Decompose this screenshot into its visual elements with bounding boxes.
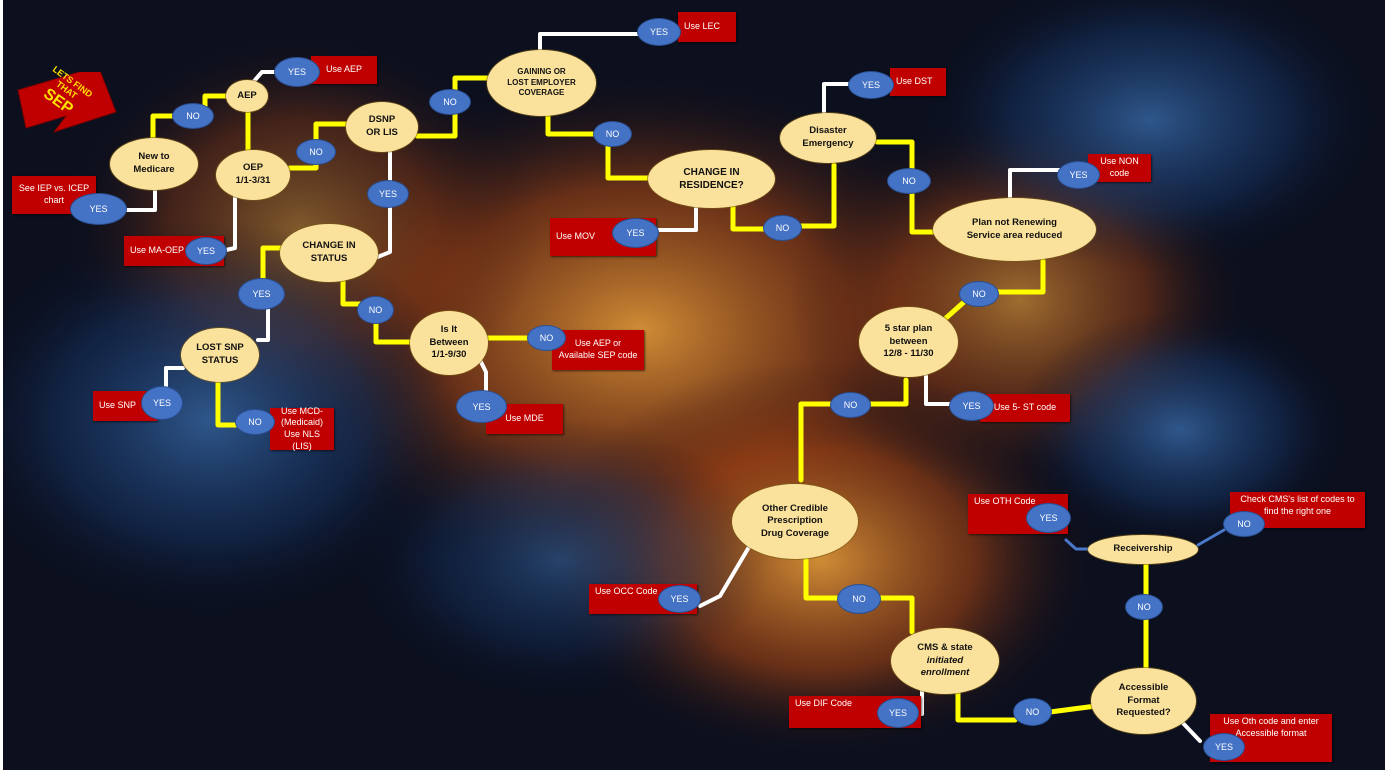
no-pill: NO (1014, 699, 1051, 725)
node-change-in-residence: CHANGE IN RESIDENCE? (648, 150, 775, 208)
label-use-lec: Use LEC (678, 12, 736, 42)
yes-pill: YES (186, 238, 226, 264)
lets-find-sep-arrow (17, 72, 117, 133)
connector-yes (698, 545, 751, 608)
node-gaining-lost-employer-coverage: GAINING OR LOST EMPLOYER COVERAGE (487, 50, 596, 116)
connector-no (867, 377, 909, 407)
yes-pill: YES (457, 391, 506, 422)
node-oep: OEP 1/1-3/31 (216, 150, 290, 200)
connector-yes (538, 32, 640, 52)
connector-no (877, 595, 915, 635)
connector-no (340, 269, 363, 307)
yes-pill: YES (1027, 504, 1070, 532)
no-pill: NO (1224, 512, 1264, 536)
connector-no (992, 258, 1046, 295)
connector-yes (1178, 718, 1202, 743)
connector-yes (373, 206, 392, 260)
connector-no (803, 553, 843, 601)
yes-pill: YES (275, 58, 319, 86)
node-5-star-plan: 5 star plan between 12/8 - 11/30 (859, 307, 958, 377)
no-pill: NO (358, 297, 393, 323)
connector-yes (822, 82, 851, 116)
connector-no (874, 139, 915, 184)
connector-no (215, 377, 239, 428)
no-pill: NO (764, 216, 801, 240)
label-use-5-st-code: Use 5- ST code (980, 394, 1070, 422)
label-see-iep-vs-icep: See IEP vs. ICEP chart (12, 176, 96, 214)
node-accessible-format: Accessible Format Requested? (1091, 668, 1196, 734)
node-disaster-emergency: Disaster Emergency (780, 113, 876, 163)
label-use-mcd-nls: Use MCD- (Medicaid) Use NLS (LIS) (270, 406, 334, 451)
connector-yes (164, 366, 185, 398)
no-pill: NO (528, 326, 565, 350)
connector-no (1047, 703, 1099, 715)
connector-yes (656, 204, 698, 232)
cms-node-line: enrollment (920, 667, 970, 679)
connector-yes (256, 304, 270, 342)
cms-node-line: CMS & state (917, 642, 973, 654)
yes-pill: YES (1058, 162, 1099, 188)
yes-pill: YES (1204, 734, 1244, 760)
yes-pill: YES (368, 181, 408, 207)
connector-no (260, 245, 286, 285)
connector-yes (1008, 168, 1062, 200)
label-use-dst: Use DST (890, 68, 946, 96)
connector-no (545, 113, 608, 137)
node-other-credible-coverage: Other Credible Prescription Drug Coverag… (732, 484, 858, 559)
connector-yes-blue (1064, 538, 1092, 551)
connector-no (373, 315, 415, 345)
connector-yes (224, 194, 237, 252)
node-aep: AEP (226, 80, 268, 112)
no-pill: NO (888, 169, 930, 193)
node-new-to-medicare: New to Medicare (110, 138, 198, 190)
yes-pill: YES (659, 586, 700, 612)
connector-no-blue (1196, 528, 1226, 547)
no-pill: NO (838, 585, 880, 613)
yes-pill: YES (878, 699, 918, 727)
no-pill: NO (831, 393, 870, 417)
connector-yes (124, 188, 157, 212)
connector-yes (478, 358, 488, 396)
node-change-in-status: CHANGE IN STATUS (280, 224, 378, 282)
yes-pill: YES (950, 392, 993, 420)
yes-pill: YES (638, 19, 680, 45)
connector-no (797, 162, 837, 229)
no-pill: NO (594, 122, 631, 146)
yes-pill: YES (239, 279, 284, 309)
connector-no (943, 299, 967, 321)
node-plan-not-renewing: Plan not Renewing Service area reduced (933, 198, 1096, 261)
connector-no (909, 189, 938, 235)
yes-pill: YES (613, 219, 658, 247)
node-dsnp-or-lis: DSNP OR LIS (346, 102, 418, 152)
connector-no (730, 203, 768, 232)
label-use-aep-or-available: Use AEP or Available SEP code (552, 330, 644, 370)
no-pill: NO (173, 104, 213, 128)
no-pill: NO (960, 282, 998, 306)
node-receivership: Receivership (1088, 535, 1198, 564)
cms-node-line: initiated (926, 654, 964, 666)
connector-no (798, 401, 834, 483)
label-use-oth-accessible: Use Oth code and enter Accessible format (1210, 714, 1332, 762)
node-lost-snp-status: LOST SNP STATUS (181, 328, 259, 382)
no-pill: NO (430, 90, 470, 114)
connector-no (955, 681, 1018, 723)
connector-yes (924, 374, 952, 406)
yes-pill: YES (142, 387, 182, 419)
yes-pill: YES (849, 72, 893, 98)
no-pill: NO (1126, 595, 1162, 619)
label-use-aep: Use AEP (311, 56, 377, 84)
no-pill: NO (236, 410, 274, 434)
label-check-cms-list: Check CMS's list of codes to find the ri… (1230, 492, 1365, 528)
label-use-non-code: Use NON code (1088, 154, 1151, 182)
node-is-it-between: Is It Between 1/1-9/30 (410, 311, 488, 375)
yes-pill: YES (71, 194, 126, 224)
no-pill: NO (297, 140, 335, 164)
connector-no (605, 142, 653, 181)
